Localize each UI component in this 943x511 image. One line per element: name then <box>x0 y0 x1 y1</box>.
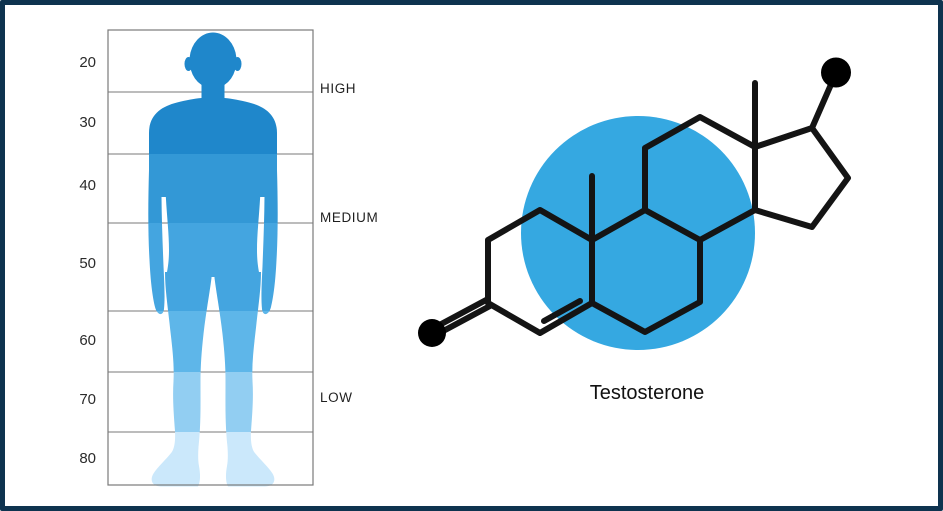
body-band-70s <box>148 372 278 432</box>
age-tick-label: 70 <box>79 391 96 408</box>
age-tick-label: 30 <box>79 114 96 131</box>
age-tick-label: 50 <box>79 255 96 272</box>
ring-d <box>752 125 851 230</box>
body-band-50s <box>148 223 278 311</box>
infographic-canvas: 20 30 40 50 60 70 80 HIGH MEDIUM LOW <box>79 29 851 487</box>
level-label-medium: MEDIUM <box>320 210 378 225</box>
molecule-diagram: Testosterone <box>418 57 851 404</box>
body-band-20s-30s <box>148 32 278 154</box>
body-band-80s <box>148 432 278 487</box>
age-tick-label: 80 <box>79 450 96 467</box>
molecule-highlight-circle <box>521 116 755 350</box>
age-tick-label: 20 <box>79 54 96 71</box>
molecule-name-label: Testosterone <box>590 382 705 404</box>
body-silhouette <box>148 32 278 487</box>
ring-c <box>642 114 758 243</box>
hydroxyl-atom-dot <box>821 57 851 88</box>
level-label-high: HIGH <box>320 81 356 96</box>
age-axis: 20 30 40 50 60 70 80 <box>79 54 96 467</box>
age-tick-label: 60 <box>79 332 96 349</box>
chart-frame <box>107 29 314 486</box>
ring-b <box>589 207 703 335</box>
molecule-bonds <box>427 70 851 340</box>
body-band-40s <box>148 154 278 223</box>
body-band-60s <box>148 311 278 372</box>
age-tick-label: 40 <box>79 177 96 194</box>
age-level-chart: 20 30 40 50 60 70 80 HIGH MEDIUM LOW <box>79 29 378 487</box>
double-bond-inner-line <box>541 298 583 324</box>
oxygen-atom-dot <box>418 319 446 347</box>
level-axis: HIGH MEDIUM LOW <box>320 81 378 405</box>
level-label-low: LOW <box>320 390 353 405</box>
